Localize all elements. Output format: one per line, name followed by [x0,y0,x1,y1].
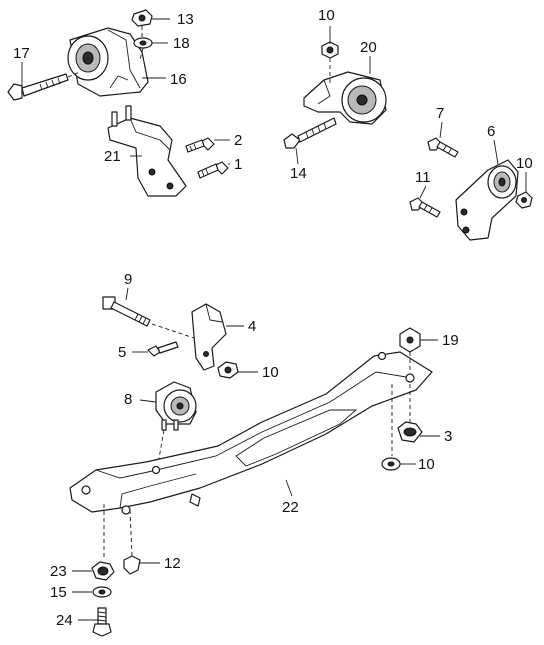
washer-10-right [381,457,401,471]
callout-15: 15 [50,584,67,601]
callout-19: 19 [442,332,459,349]
nut-23 [91,561,115,581]
engine-mount-bracket-16 [67,27,149,97]
nut-13 [131,9,153,27]
callout-20: 20 [360,39,377,56]
bolt-14 [283,117,337,149]
mounting-bracket-21 [107,105,187,197]
insulator-3 [397,421,423,443]
callout-1: 1 [234,156,242,173]
leader-lines [21,18,527,621]
callout-16: 16 [170,71,187,88]
callout-10-bottom: 10 [418,456,435,473]
callout-23: 23 [50,563,67,580]
callout-10-center: 10 [262,364,279,381]
callout-21: 21 [104,148,121,165]
nut-10-right [515,191,533,209]
washer-15 [92,586,112,598]
callout-17: 17 [13,45,30,62]
engine-mount-20 [303,71,387,125]
callout-11: 11 [415,169,431,186]
washer-18 [133,37,153,49]
callout-4: 4 [248,318,256,335]
bolt-24 [92,607,112,637]
bolt-11 [409,197,441,218]
callout-7: 7 [436,105,444,122]
bolt-17 [7,71,81,101]
callout-9: 9 [124,271,132,288]
callout-10-top: 10 [318,7,335,24]
callout-14: 14 [290,165,307,182]
bolt-9 [102,296,151,327]
crossmember-22 [69,351,433,515]
nut-19 [399,327,421,353]
callout-24: 24 [56,612,73,629]
callout-6: 6 [487,123,495,140]
bolt-5 [147,341,179,357]
callout-5: 5 [118,344,126,361]
callout-10-right: 10 [516,155,533,172]
callout-18: 18 [173,35,190,52]
engine-mount-8 [155,381,197,431]
callout-13: 13 [177,11,194,28]
callout-3: 3 [444,428,452,445]
washer-12 [123,555,141,575]
callout-12: 12 [164,555,181,572]
callout-8: 8 [124,391,132,408]
bolt-7 [427,137,459,158]
nut-10-center [217,361,239,379]
callout-2: 2 [234,132,242,149]
nut-10-top [321,41,339,59]
bolt-2 [185,137,215,153]
bracket-4 [191,303,227,371]
bolt-1 [197,161,229,179]
callout-22: 22 [282,499,299,516]
transmission-mount-6 [455,159,519,241]
